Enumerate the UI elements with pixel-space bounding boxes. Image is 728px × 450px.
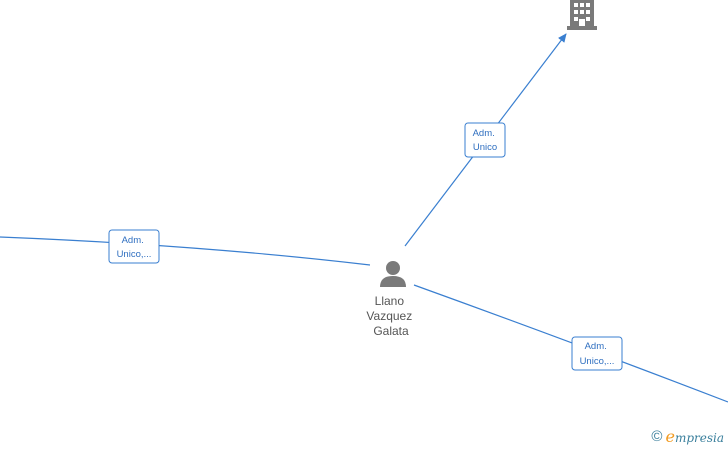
person-node[interactable]: Llano Vazquez Galata	[366, 261, 415, 338]
edge-label-line-1: Adm.	[585, 341, 607, 352]
edge-label-adm-unico[interactable]: Adm. Unico	[464, 122, 506, 158]
company-node[interactable]	[567, 0, 597, 30]
svg-text:Adm. Unico,...: Adm. Unico,...	[580, 341, 615, 367]
edge-label-line-1: Adm.	[122, 235, 144, 246]
person-name-line-3: Galata	[373, 324, 409, 338]
edge-label-line-2: Unico,...	[117, 249, 152, 260]
person-name-line-1: Llano	[375, 294, 405, 308]
brand-logo: empresia	[665, 427, 724, 446]
building-icon	[567, 0, 597, 30]
empresia-watermark: © empresia	[651, 427, 724, 446]
edge-label-adm-unico-right[interactable]: Adm. Unico,...	[571, 336, 623, 371]
svg-text:Adm. Unico: Adm. Unico	[473, 128, 498, 153]
brand-logo-text: mpresia	[674, 431, 724, 445]
person-icon	[380, 261, 406, 287]
edge-from-left[interactable]	[0, 236, 371, 266]
edge-label-line-1: Adm.	[473, 128, 495, 139]
edge-label-line-2: Unico,...	[580, 356, 615, 367]
svg-text:Adm. Unico,...: Adm. Unico,...	[117, 235, 152, 260]
edge-label-adm-unico-left[interactable]: Adm. Unico,...	[108, 229, 160, 264]
edge-label-line-2: Unico	[473, 142, 497, 153]
person-name-line-2: Vazquez	[366, 309, 412, 323]
copyright-icon: ©	[651, 428, 663, 445]
edge-to-bottom-right[interactable]	[413, 284, 728, 403]
person-name: Llano Vazquez Galata	[366, 294, 415, 338]
brand-logo-letter: e	[665, 427, 675, 446]
